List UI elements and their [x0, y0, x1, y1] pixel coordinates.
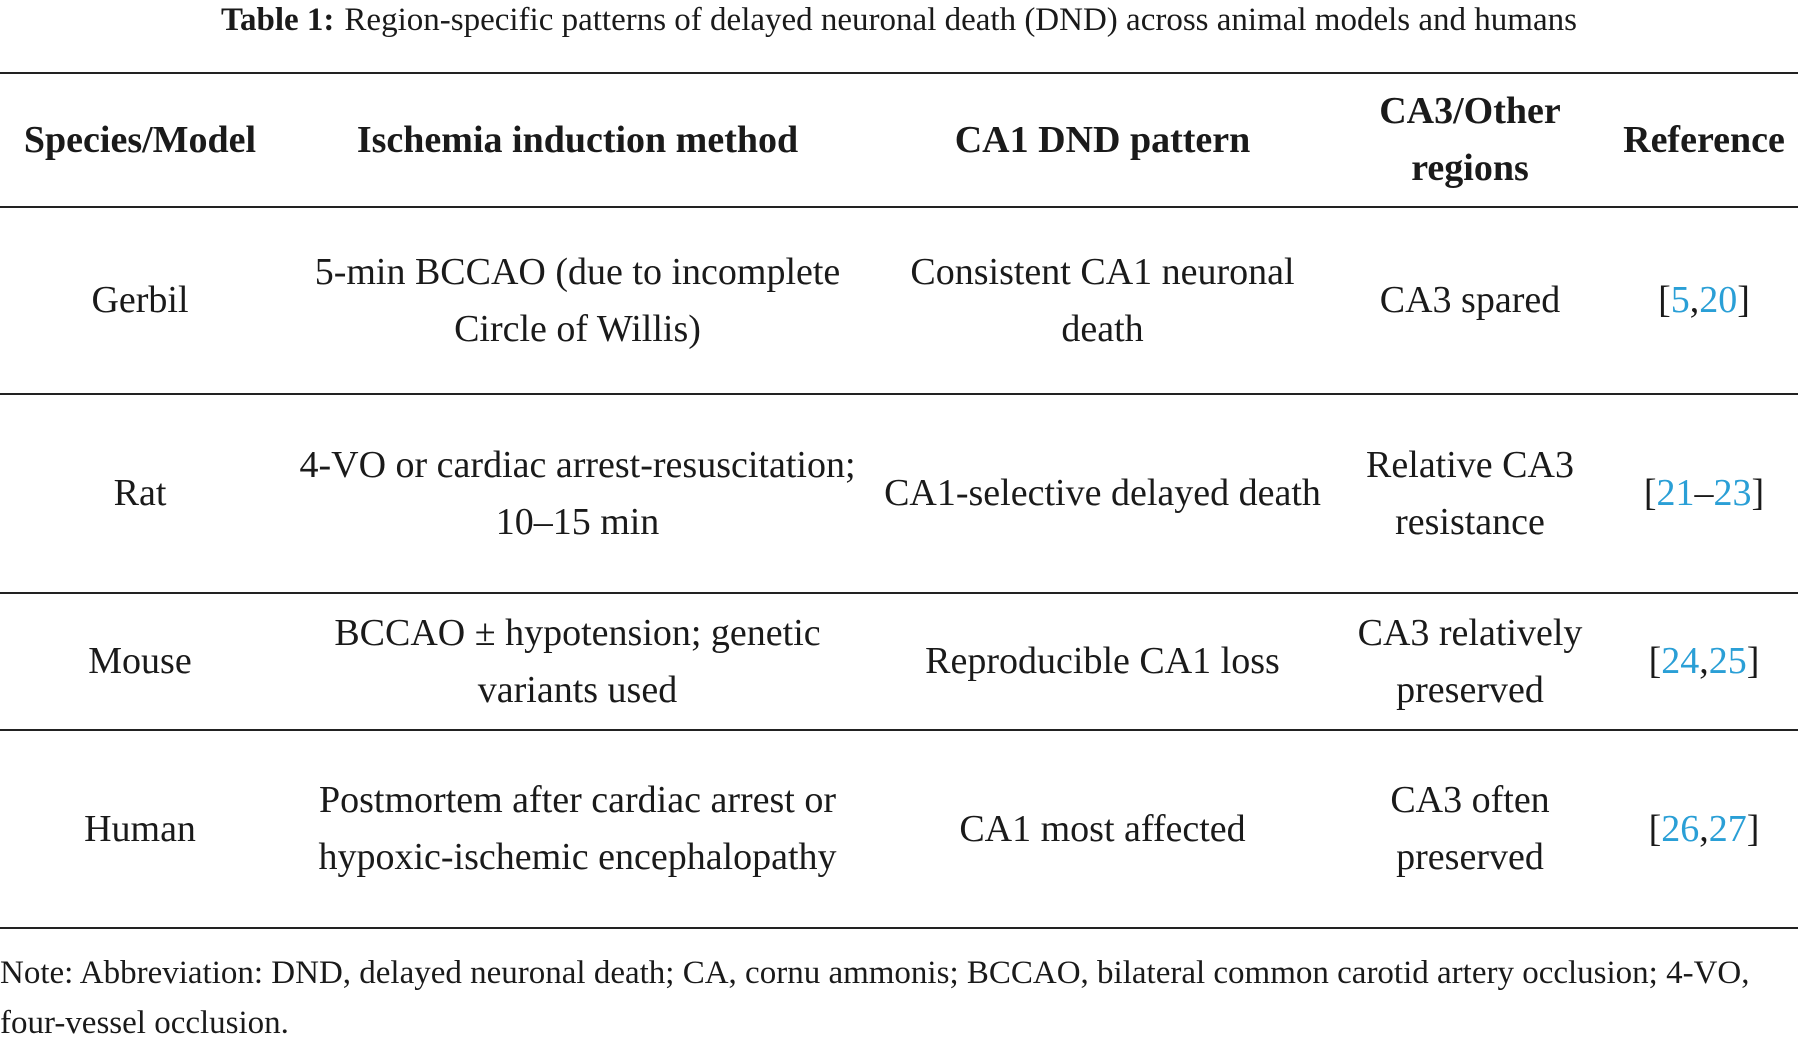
column-header-reference: Reference: [1623, 118, 1785, 161]
column-header-method: Ischemia induction method: [356, 118, 799, 161]
reference-link[interactable]: 23: [1713, 472, 1752, 514]
cell-ca3: CA3 spared: [1379, 279, 1561, 321]
ref-separator: ,: [1689, 279, 1700, 321]
table-label: Table 1:: [221, 2, 335, 38]
cell-ca3: CA3 often preserved: [1390, 779, 1550, 878]
cell-method: 4-VO or cardiac arrest-resuscitation; 10…: [299, 443, 856, 543]
reference-link[interactable]: 21: [1656, 472, 1695, 514]
reference-link[interactable]: 5: [1670, 279, 1690, 321]
cell-species: Mouse: [88, 640, 192, 682]
cell-species: Rat: [113, 472, 167, 514]
ref-separator: –: [1694, 472, 1714, 514]
ref-bracket-open: [: [1648, 807, 1662, 850]
reference-link[interactable]: 27: [1708, 807, 1747, 850]
ref-bracket-open: [: [1643, 472, 1657, 514]
ref-bracket-close: ]: [1737, 279, 1750, 321]
cell-ca1: Reproducible CA1 loss: [925, 640, 1280, 682]
cell-reference: [24,25]: [1610, 593, 1798, 730]
table-row: Gerbil 5-min BCCAO (due to incomplete Ci…: [0, 207, 1798, 394]
cell-species: Human: [84, 807, 196, 850]
table-row: Human Postmortem after cardiac arrest or…: [0, 730, 1798, 928]
cell-reference: [26,27]: [1610, 730, 1798, 928]
column-header-ca3: CA3/Other regions: [1379, 90, 1561, 189]
cell-method: BCCAO ± hypotension; genetic variants us…: [334, 611, 821, 711]
ref-bracket-close: ]: [1746, 640, 1760, 682]
cell-species: Gerbil: [91, 279, 189, 321]
table-note: Note: Abbreviation: DND, delayed neurona…: [0, 955, 1750, 1041]
cell-reference: [21–23]: [1610, 394, 1798, 593]
table-header-row: Species/Model Ischemia induction method …: [0, 73, 1798, 207]
ref-bracket-open: [: [1648, 640, 1662, 682]
cell-method: Postmortem after cardiac arrest or hypox…: [318, 779, 837, 878]
table-row: Mouse BCCAO ± hypotension; genetic varia…: [0, 593, 1798, 730]
reference-link[interactable]: 24: [1661, 640, 1700, 682]
cell-method: 5-min BCCAO (due to incomplete Circle of…: [314, 250, 841, 350]
cell-reference: [5,20]: [1610, 207, 1798, 394]
cell-ca3: CA3 relatively preserved: [1357, 611, 1583, 711]
cell-ca3: Relative CA3 resistance: [1366, 443, 1574, 543]
cell-ca1: Consistent CA1 neuronal death: [910, 250, 1295, 350]
cell-ca1: CA1 most affected: [959, 807, 1246, 850]
table-caption: Table 1:Region-specific patterns of dela…: [0, 0, 1798, 40]
column-header-ca1: CA1 DND pattern: [954, 118, 1251, 161]
column-header-species: Species/Model: [23, 118, 257, 161]
ref-separator: ,: [1699, 640, 1709, 682]
reference-link[interactable]: 26: [1661, 807, 1700, 850]
caption-text: Region-specific patterns of delayed neur…: [344, 2, 1577, 38]
reference-link[interactable]: 20: [1699, 279, 1738, 321]
cell-ca1: CA1-selective delayed death: [884, 472, 1321, 514]
ref-separator: ,: [1699, 807, 1709, 850]
data-table: Species/Model Ischemia induction method …: [0, 72, 1798, 929]
table-row: Rat 4-VO or cardiac arrest-resuscitation…: [0, 394, 1798, 593]
ref-bracket-open: [: [1658, 279, 1671, 321]
reference-link[interactable]: 25: [1708, 640, 1747, 682]
ref-bracket-close: ]: [1751, 472, 1765, 514]
ref-bracket-close: ]: [1746, 807, 1760, 850]
